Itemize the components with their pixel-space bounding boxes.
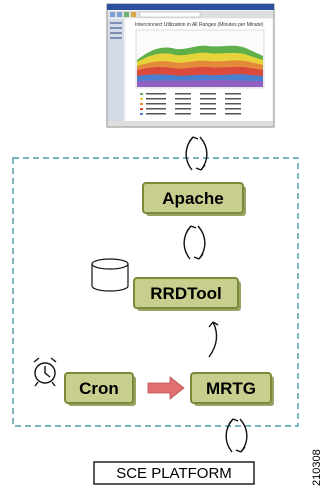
cron-label: Cron <box>79 379 119 398</box>
screenshot-chart-title: Interconnect Utilization in All Ranges (… <box>135 22 264 28</box>
apache-label: Apache <box>162 189 223 208</box>
arrow-apache-rrdtool <box>183 225 206 260</box>
rrdtool-node: RRDTool <box>133 277 241 311</box>
arrow-browser-apache <box>185 136 208 171</box>
database-cylinder-icon <box>91 258 129 292</box>
apache-node: Apache <box>142 182 246 216</box>
mrtg-label: MRTG <box>206 379 256 398</box>
arrow-mrtg-platform <box>225 418 248 453</box>
sce-platform-box: SCE PLATFORM <box>93 461 255 485</box>
server-boundary-frame <box>12 157 299 427</box>
mrtg-node: MRTG <box>190 372 274 406</box>
cron-node: Cron <box>64 372 136 406</box>
arrow-cron-mrtg <box>147 376 185 400</box>
rrdtool-label: RRDTool <box>150 284 221 303</box>
web-browser-screenshot: Interconnect Utilization in All Ranges (… <box>106 3 275 128</box>
arrow-mrtg-rrdtool <box>208 321 219 358</box>
alarm-clock-icon <box>33 357 57 387</box>
sce-platform-label: SCE PLATFORM <box>116 465 232 482</box>
figure-id: 210308 <box>311 449 323 486</box>
